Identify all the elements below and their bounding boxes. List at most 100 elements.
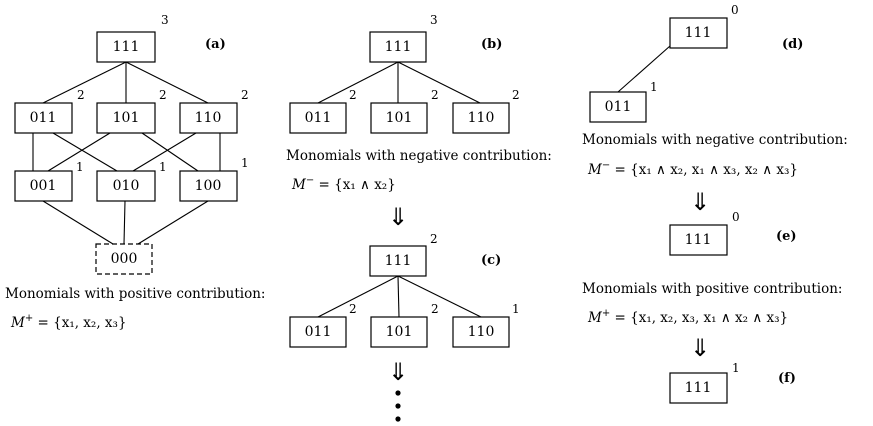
edge-a-010-000 xyxy=(123,200,126,245)
caption-d: Monomials with negative contribution: xyxy=(582,132,848,148)
svg-text:111: 111 xyxy=(113,39,140,55)
node-b-101: 101 xyxy=(370,102,428,134)
formula-a: M+ = {x₁, x₂, x₃} xyxy=(10,313,127,331)
weight-f-111: 1 xyxy=(732,361,740,375)
panel-e: 111 0 (e) Monomials with positive contri… xyxy=(582,210,842,362)
panel-b: 111 3 011 2 101 2 110 2 (b) Monomials wi… xyxy=(286,13,552,231)
svg-text:101: 101 xyxy=(113,110,140,126)
svg-text:100: 100 xyxy=(195,178,222,194)
svg-text:111: 111 xyxy=(385,39,412,55)
weight-a-110: 2 xyxy=(241,88,249,102)
ellipsis-dot xyxy=(395,416,401,422)
panel-label-d: (d) xyxy=(782,37,803,52)
node-a-010: 010 xyxy=(96,170,156,202)
node-a-111: 111 xyxy=(96,31,156,63)
edge-a-111-110 xyxy=(125,61,209,104)
svg-text:101: 101 xyxy=(386,324,413,340)
weight-c-110: 1 xyxy=(512,302,520,316)
weight-d-011: 1 xyxy=(650,80,658,94)
weight-b-110: 2 xyxy=(512,88,520,102)
weight-c-101: 2 xyxy=(431,302,439,316)
weight-a-011: 2 xyxy=(77,88,85,102)
ellipsis-dot xyxy=(395,390,401,396)
svg-text:110: 110 xyxy=(468,110,495,126)
svg-text:110: 110 xyxy=(468,324,495,340)
weight-b-011: 2 xyxy=(349,88,357,102)
down-arrow-icon: ⇓ xyxy=(388,203,408,231)
weight-a-111: 3 xyxy=(161,13,169,27)
ellipsis-dot xyxy=(395,403,401,409)
formula-b: M− = {x₁ ∧ x₂} xyxy=(291,175,396,193)
weight-c-011: 2 xyxy=(349,302,357,316)
panel-label-a: (a) xyxy=(205,37,226,52)
node-d-111: 111 xyxy=(669,17,728,49)
edge-c-111-110 xyxy=(397,275,482,318)
node-c-110: 110 xyxy=(452,316,510,348)
svg-text:000: 000 xyxy=(111,251,138,267)
svg-text:001: 001 xyxy=(30,178,57,194)
node-a-011: 011 xyxy=(14,102,73,134)
svg-text:111: 111 xyxy=(685,25,712,41)
caption-e: Monomials with positive contribution: xyxy=(582,281,842,297)
edge-d-111-011 xyxy=(617,45,671,93)
node-a-001: 001 xyxy=(14,170,73,202)
node-b-011: 011 xyxy=(289,102,347,134)
edge-c-111-101 xyxy=(397,275,400,318)
weight-a-100: 1 xyxy=(241,156,249,170)
svg-text:111: 111 xyxy=(385,253,412,269)
weight-a-101: 2 xyxy=(159,88,167,102)
down-arrow-icon: ⇓ xyxy=(690,334,710,362)
svg-text:101: 101 xyxy=(386,110,413,126)
svg-text:011: 011 xyxy=(605,99,632,115)
node-b-110: 110 xyxy=(452,102,510,134)
node-b-111: 111 xyxy=(369,31,427,63)
svg-text:011: 011 xyxy=(305,110,332,126)
svg-text:111: 111 xyxy=(685,232,712,248)
caption-b: Monomials with negative contribution: xyxy=(286,148,552,164)
panel-label-f: (f) xyxy=(778,371,796,386)
weight-c-111: 2 xyxy=(430,232,438,246)
node-f-111: 111 xyxy=(669,372,728,404)
panel-d: 111 0 011 1 (d) Monomials with negative … xyxy=(582,3,848,216)
weight-a-010: 1 xyxy=(159,160,167,174)
down-arrow-icon: ⇓ xyxy=(690,188,710,216)
edge-a-011-010 xyxy=(52,132,118,172)
weight-d-111: 0 xyxy=(731,3,739,17)
weight-b-111: 3 xyxy=(430,13,438,27)
node-c-101: 101 xyxy=(370,316,428,348)
edge-a-100-000 xyxy=(137,200,209,245)
node-e-111: 111 xyxy=(669,224,728,256)
edge-a-110-010 xyxy=(132,132,197,172)
edge-a-101-001 xyxy=(47,132,111,172)
panel-c: 111 2 011 2 101 2 110 1 (c) ⇓ xyxy=(289,232,520,422)
node-a-101: 101 xyxy=(96,102,156,134)
svg-text:111: 111 xyxy=(685,380,712,396)
edge-a-001-000 xyxy=(42,200,114,245)
svg-text:010: 010 xyxy=(113,178,140,194)
node-a-100: 100 xyxy=(179,170,238,202)
weight-b-101: 2 xyxy=(431,88,439,102)
panel-label-e: (e) xyxy=(776,229,797,244)
node-d-011: 011 xyxy=(589,91,647,123)
node-c-111: 111 xyxy=(369,245,427,277)
node-c-011: 011 xyxy=(289,316,347,348)
panel-f: 111 1 (f) xyxy=(669,361,796,404)
svg-text:011: 011 xyxy=(305,324,332,340)
node-a-110: 110 xyxy=(179,102,238,134)
edge-a-101-100 xyxy=(141,132,199,172)
edge-a-111-011 xyxy=(42,61,127,104)
down-arrow-icon: ⇓ xyxy=(388,358,408,386)
edge-b-111-011 xyxy=(317,61,399,104)
edge-c-111-011 xyxy=(317,275,399,318)
edge-b-111-110 xyxy=(397,61,481,104)
panel-a: 111 3 011 2 101 2 110 2 001 1 010 1 xyxy=(5,13,265,331)
caption-a: Monomials with positive contribution: xyxy=(5,286,265,302)
svg-text:110: 110 xyxy=(195,110,222,126)
panel-label-c: (c) xyxy=(481,253,501,268)
formula-e: M+ = {x₁, x₂, x₃, x₁ ∧ x₂ ∧ x₃} xyxy=(587,308,788,326)
weight-e-111: 0 xyxy=(732,210,740,224)
formula-d: M− = {x₁ ∧ x₂, x₁ ∧ x₃, x₂ ∧ x₃} xyxy=(587,160,798,178)
node-a-000: 000 xyxy=(95,243,153,275)
svg-text:011: 011 xyxy=(30,110,57,126)
